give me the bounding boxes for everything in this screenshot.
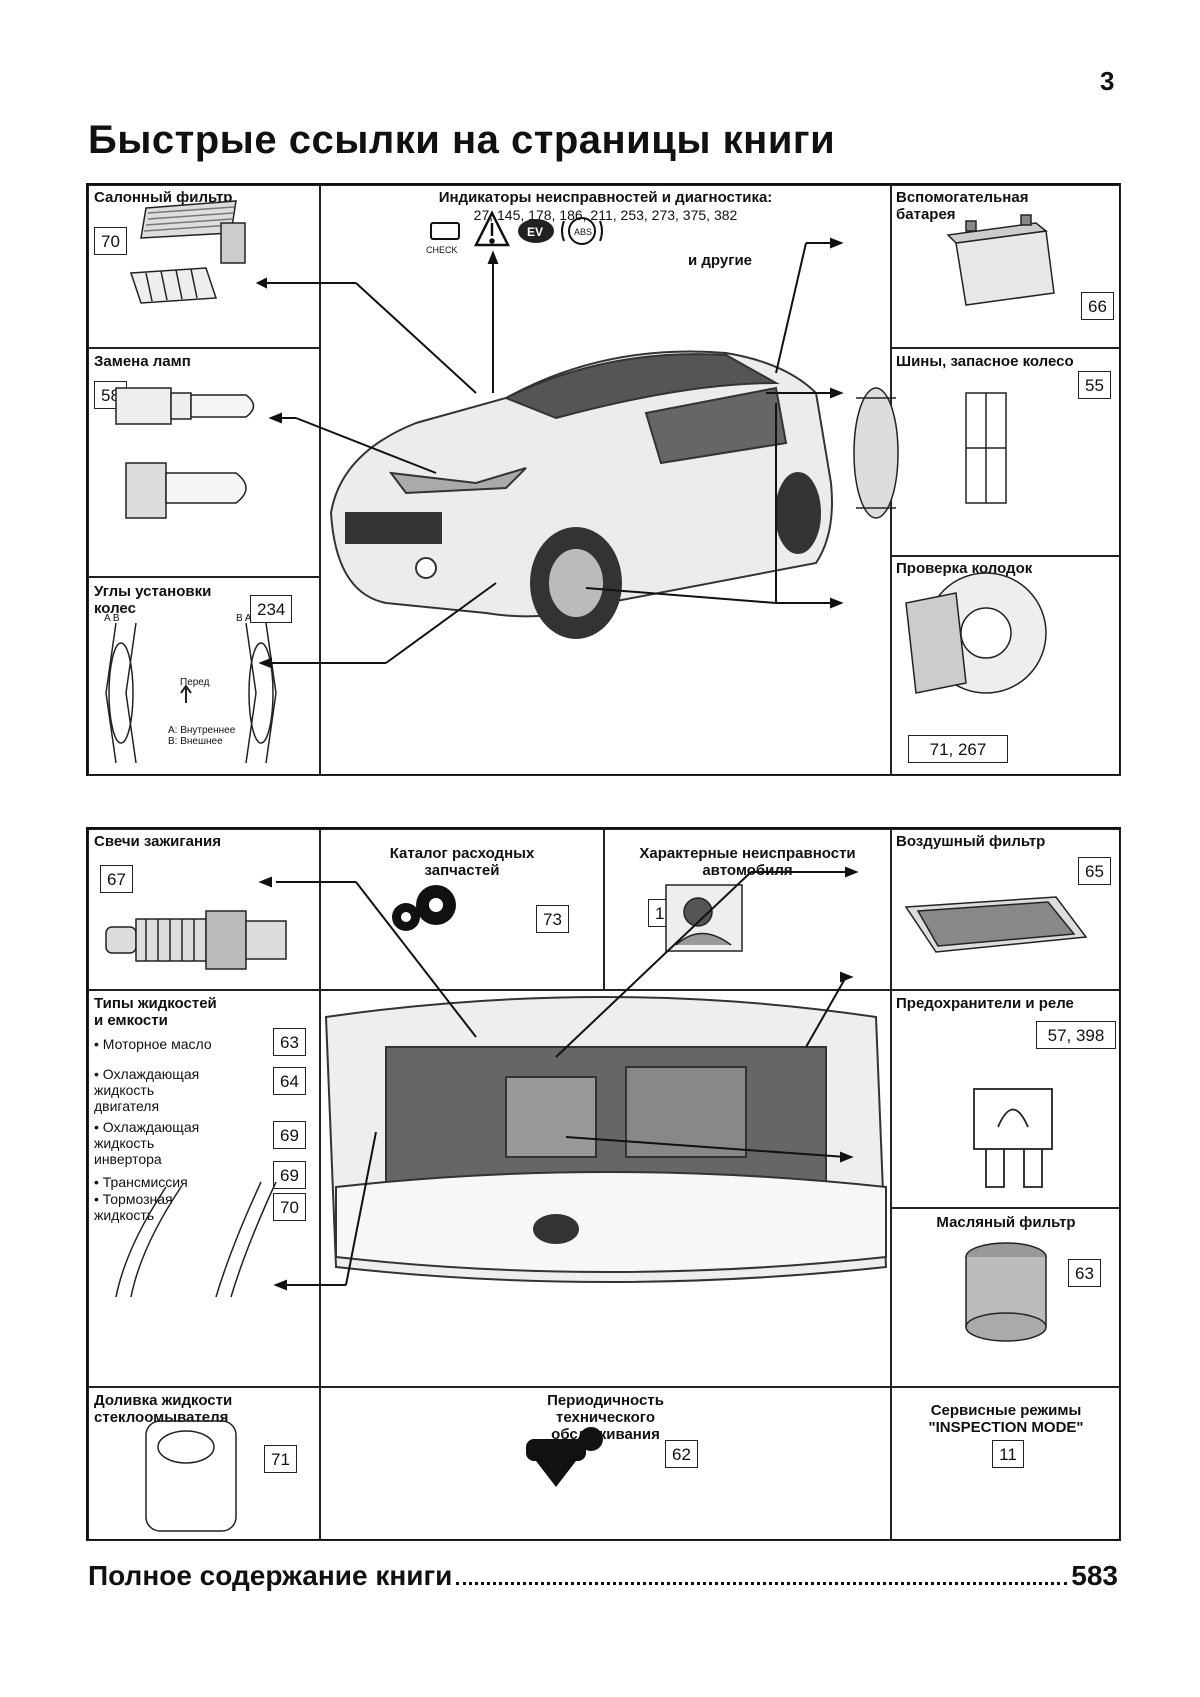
fluid-ref-engine-oil[interactable]: 63 [273, 1028, 306, 1056]
maintenance-cell [320, 1387, 891, 1541]
lamps-cell [88, 348, 320, 577]
faults-label: Характерные неисправности автомобиля [639, 845, 856, 879]
alignment-outer-label: В: Внешнее [168, 736, 223, 747]
indicators-label: Индикаторы неисправностей и диагностика: [438, 189, 773, 206]
service-cell [891, 1387, 1121, 1541]
brake-pads-ref[interactable]: 71, 267 [908, 735, 1008, 763]
spark-plug-icon [105, 910, 287, 970]
gears-icon [392, 885, 456, 931]
fluid-item-inverter-coolant: • Охлаждающая жидкость инвертора [94, 1119, 200, 1167]
fuse-icon [973, 1088, 1053, 1188]
brake-caliper-diagram [905, 572, 1047, 694]
abs-text: ABS [574, 227, 592, 237]
pointer-arrows [255, 237, 844, 669]
indicators-pages: 27, 145, 178, 186, 211, 253, 273, 375, 3… [473, 207, 738, 223]
fluids-cell [88, 990, 320, 1387]
service-modes-ref[interactable]: 11 [992, 1440, 1024, 1468]
alignment-inner-label: А: Внутреннее [168, 725, 236, 736]
catalog-cell [320, 829, 604, 990]
bottom-pointer-arrows [258, 866, 859, 1291]
battery-icon [946, 214, 1055, 306]
footer-label: Полное содержание книги [88, 1560, 453, 1591]
wheel-alignment-diagram: A B B A [104, 613, 277, 764]
alignment-cell [88, 577, 320, 776]
cabin-filter-ref[interactable]: 70 [94, 227, 127, 255]
warning-triangle-icon [473, 210, 511, 247]
fuses-cell [891, 990, 1121, 1208]
spark-plugs-ref[interactable]: 67 [100, 865, 133, 893]
fluid-item-engine-coolant: • Охлаждающая жидкость двигателя [94, 1066, 200, 1114]
fluid-item-transmission: • Трансмиссия [94, 1174, 188, 1190]
bulb-icon [115, 387, 255, 519]
air-filter-label: Воздушный фильтр [896, 833, 1046, 850]
engine-cell [320, 990, 891, 1387]
check-engine-text: CHECK [426, 245, 458, 255]
footer-toc-line[interactable]: Полное содержание книги 583 [88, 1560, 1118, 1593]
oil-filter-cell [891, 1208, 1121, 1387]
tire-diagram [853, 387, 1007, 519]
air-filter-icon [904, 896, 1088, 953]
fuses-ref[interactable]: 57, 398 [1036, 1021, 1116, 1049]
bottom-panel: Свечи зажигания 67 Каталог расходных зап… [86, 827, 1121, 1541]
fuses-label: Предохранители и реле [896, 995, 1074, 1012]
check-engine-icon: CHECK [426, 222, 460, 255]
brakes-cell [891, 556, 1121, 776]
indicators-others: и другие [688, 252, 753, 269]
aux-battery-ref[interactable]: 66 [1081, 292, 1114, 320]
footer-page: 583 [1071, 1560, 1118, 1591]
spark-plug-cell [88, 829, 320, 990]
oil-filter-ref[interactable]: 63 [1068, 1259, 1101, 1287]
fluid-item-engine-oil: • Моторное масло [94, 1036, 212, 1052]
fluid-ref-engine-coolant[interactable]: 64 [273, 1067, 306, 1095]
washer-ref[interactable]: 71 [264, 1445, 297, 1473]
aux-battery-label: Вспомогательная батарея [896, 189, 1029, 223]
lamps-label: Замена ламп [94, 353, 191, 370]
catalog-label: Каталог расходных запчастей [389, 845, 535, 879]
oil-filter-icon [965, 1242, 1047, 1342]
car-image [329, 350, 833, 639]
fluid-ref-inverter-coolant[interactable]: 69 [273, 1121, 306, 1149]
washer-reservoir-icon [145, 1420, 237, 1532]
abs-icon: ABS [561, 217, 603, 245]
battery-cell [891, 185, 1121, 348]
svg-text:A B: A B [104, 613, 120, 624]
washer-cell [88, 1387, 320, 1541]
ev-text: EV [527, 225, 543, 239]
alignment-front-label: Перед [180, 677, 210, 688]
wrench-fist-icon [526, 1427, 603, 1487]
tires-ref[interactable]: 55 [1078, 371, 1111, 399]
faults-cell [604, 829, 891, 990]
fluids-label: Типы жидкостей и емкости [94, 995, 217, 1029]
cabin-filter-icon [129, 200, 246, 304]
tires-label: Шины, запасное колесо [896, 353, 1074, 370]
maintenance-ref[interactable]: 62 [665, 1440, 698, 1468]
top-illustrations: CHECK EV ABS A B B A [104, 200, 1055, 764]
fluid-ref-transmission[interactable]: 69 [273, 1161, 306, 1189]
spark-plugs-label: Свечи зажигания [94, 833, 222, 850]
air-filter-ref[interactable]: 65 [1078, 857, 1111, 885]
top-panel: Салонный фильтр 70 Индикаторы неисправно… [86, 183, 1121, 776]
ev-icon: EV [518, 219, 554, 243]
maintenance-label: Периодичность технического обслуживания [547, 1392, 664, 1443]
alignment-ref[interactable]: 234 [250, 595, 293, 623]
air-filter-cell [891, 829, 1121, 990]
cabin-filter-cell [88, 185, 320, 348]
footer-leader-dots [456, 1582, 1068, 1585]
svg-text:B A: B A [236, 613, 252, 624]
alignment-label: Углы установки колес [94, 583, 212, 617]
bottom-illustrations [105, 866, 1088, 1532]
page-number: 3 [1100, 66, 1115, 96]
dipstick-icon [115, 1181, 277, 1298]
fluid-ref-brake[interactable]: 70 [273, 1193, 306, 1221]
service-modes-label: Сервисные режимы "INSPECTION MODE" [928, 1402, 1084, 1436]
catalog-ref[interactable]: 73 [536, 905, 569, 933]
page-title: Быстрые ссылки на страницы книги [88, 118, 836, 162]
oil-filter-label: Масляный фильтр [936, 1214, 1076, 1231]
